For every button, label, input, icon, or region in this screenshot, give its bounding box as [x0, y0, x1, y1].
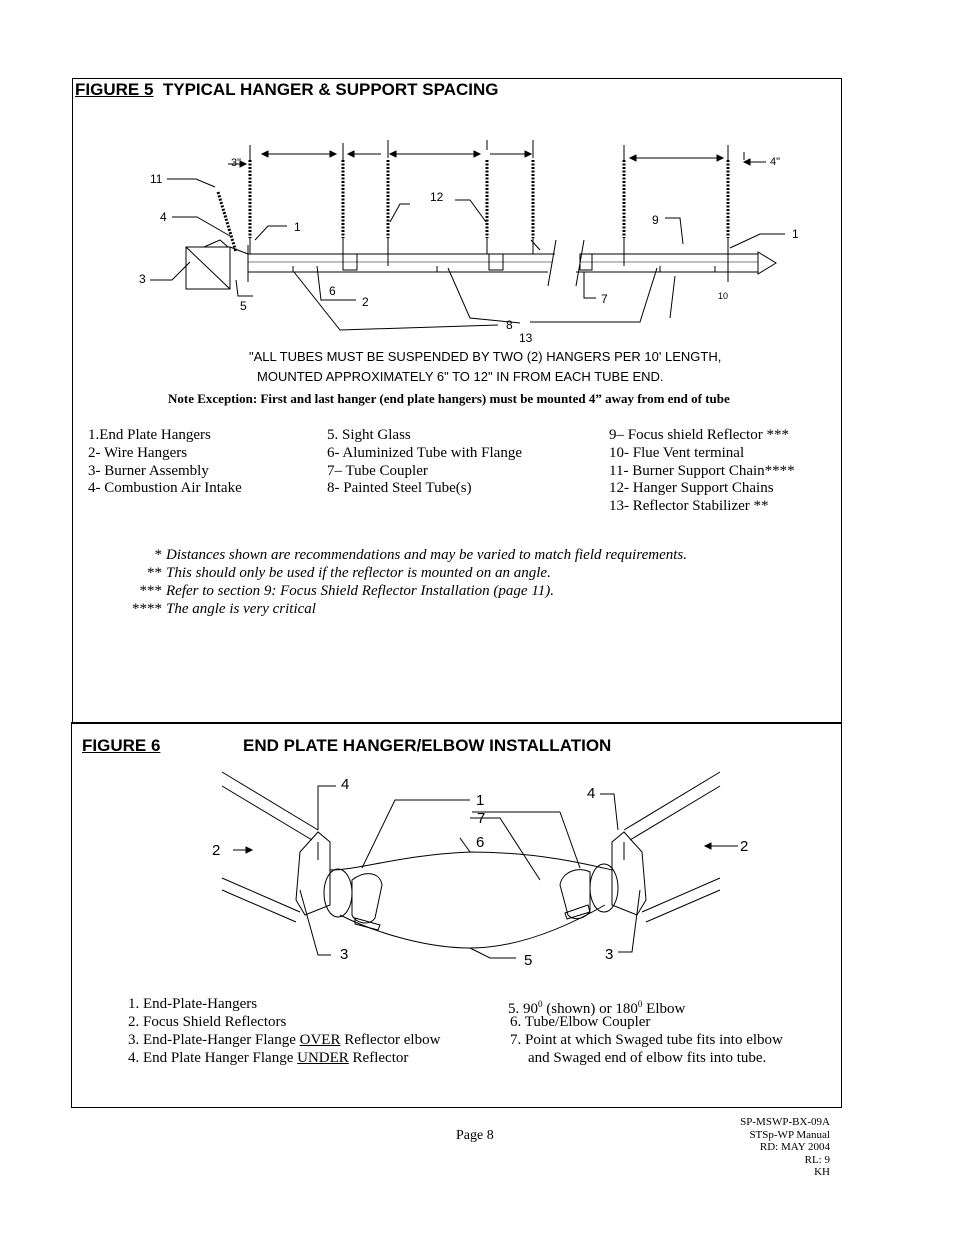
fig5-dim-4in: 4" [770, 156, 781, 168]
footnote: ****The angle is very critical [124, 600, 687, 618]
fig5-callout-3: 3 [139, 272, 146, 286]
fig5-callout-1-left: 1 [294, 220, 301, 234]
legend-item: 10- Flue Vent terminal [609, 444, 745, 461]
footnote-text: The angle is very critical [166, 601, 316, 617]
footnote-text: Refer to section 9: Focus Shield Reflect… [166, 583, 554, 599]
legend-item: 2- Wire Hangers [88, 444, 188, 461]
footnote: **This should only be used if the reflec… [124, 564, 687, 582]
legend-item: and Swaged end of elbow fits into tube. [528, 1050, 767, 1066]
footnote-mark: ** [147, 565, 162, 581]
fig6-legend-right: 5. 900 (shown) or 1800 Elbow 6. Tube/Elb… [508, 995, 783, 1067]
fig5-callout-13: 13 [519, 331, 533, 345]
fig6-callout-2-right: 2 [740, 838, 749, 855]
figure5-frame [72, 78, 842, 724]
fig5-caps-note-line2: MOUNTED APPROXIMATELY 6" TO 12" IN FROM … [257, 369, 664, 384]
fig6-callout-3-left: 3 [340, 946, 349, 963]
figure5-diagram [150, 140, 785, 331]
fig5-legend-col1: 1.End Plate Hangers 2- Wire Hangers 3- B… [88, 427, 242, 498]
legend-item: 13- Reflector Stabilizer ** [609, 498, 769, 515]
fig6-callout-4-left: 4 [341, 776, 350, 793]
footnote-text: This should only be used if the reflecto… [166, 565, 551, 581]
legend-item: 4. End Plate Hanger Flange UNDER Reflect… [128, 1050, 409, 1066]
fig6-callout-3-right: 3 [605, 946, 614, 963]
legend-item: 6- Aluminized Tube with Flange [327, 444, 522, 461]
legend-item: 11- Burner Support Chain**** [609, 462, 795, 479]
footnote-mark: **** [132, 601, 162, 617]
footnote: *Distances shown are recommendations and… [124, 546, 688, 564]
figure6-frame [71, 722, 842, 1108]
fig5-callout-5: 5 [240, 299, 247, 313]
fig6-callout-7: 7 [477, 810, 486, 827]
fig5-dim-3in: 3" [231, 157, 242, 169]
fig5-callout-2: 2 [362, 295, 369, 309]
fig6-callout-2-left: 2 [212, 842, 221, 859]
fig5-footnotes: *Distances shown are recommendations and… [124, 546, 687, 618]
fig6-callout-4-right: 4 [587, 785, 596, 802]
legend-item: 7. Point at which Swaged tube fits into … [510, 1032, 783, 1048]
legend-item: 12- Hanger Support Chains [609, 480, 774, 497]
fig5-callout-4: 4 [160, 210, 167, 224]
legend-item: 3- Burner Assembly [88, 462, 209, 479]
figure6-title-prefix: FIGURE 6 [82, 736, 161, 755]
figure5-title: FIGURE 5 TYPICAL HANGER & SUPPORT SPACIN… [75, 80, 499, 100]
legend-item: 1.End Plate Hangers [88, 427, 211, 443]
fig6-callout-5: 5 [524, 952, 533, 969]
legend-item: 8- Painted Steel Tube(s) [327, 480, 472, 497]
legend-item: 5. 900 (shown) or 1800 Elbow [508, 999, 686, 1017]
fig5-note-exception: Note Exception: First and last hanger (e… [168, 391, 730, 406]
page-number: Page 8 [456, 1128, 494, 1143]
legend-item: 3. End-Plate-Hanger Flange OVER Reflecto… [128, 1032, 441, 1048]
fig6-callout-1: 1 [476, 792, 485, 809]
legend-item: 2. Focus Shield Reflectors [128, 1014, 287, 1030]
fig5-callout-6: 6 [329, 284, 336, 298]
fig5-callout-12: 12 [430, 190, 444, 204]
legend-item: 4- Combustion Air Intake [88, 480, 242, 497]
footnote-mark: * [154, 547, 163, 563]
legend-item: 5. Sight Glass [327, 427, 411, 443]
figure5-title-text: TYPICAL HANGER & SUPPORT SPACING [162, 80, 499, 99]
fig5-legend-col2: 5. Sight Glass 6- Aluminized Tube with F… [327, 427, 522, 498]
fig6-callout-6: 6 [476, 834, 485, 851]
fig5-legend-col3: 9– Focus shield Reflector *** 10- Flue V… [609, 427, 795, 516]
footnote-mark: *** [139, 583, 163, 599]
fig5-callout-7: 7 [601, 292, 608, 306]
fig5-caps-note-line1: "ALL TUBES MUST BE SUSPENDED BY TWO (2) … [249, 349, 722, 364]
legend-item: 7– Tube Coupler [327, 462, 428, 479]
document-meta: SP-MSWP-BX-09A STSp-WP Manual RD: MAY 20… [740, 1116, 830, 1178]
fig5-callout-1-right: 1 [792, 227, 799, 241]
figure5-title-prefix: FIGURE 5 [75, 80, 154, 99]
footnote: ***Refer to section 9: Focus Shield Refl… [124, 582, 687, 600]
fig5-callout-11: 11 [150, 172, 163, 186]
figure6-diagram [221, 771, 738, 959]
fig6-legend-left: 1. End-Plate-Hangers 2. Focus Shield Ref… [128, 995, 440, 1067]
footnote-text: Distances shown are recommendations and … [166, 547, 688, 563]
figure6-title-text: END PLATE HANGER/ELBOW INSTALLATION [243, 736, 612, 755]
fig5-callout-10: 10 [718, 291, 729, 301]
legend-item: 9– Focus shield Reflector *** [609, 427, 789, 443]
legend-item: 1. End-Plate-Hangers [128, 996, 258, 1012]
fig5-callout-9: 9 [652, 213, 659, 227]
fig5-callout-8: 8 [506, 318, 513, 332]
legend-item: 6. Tube/Elbow Coupler [510, 1014, 651, 1030]
